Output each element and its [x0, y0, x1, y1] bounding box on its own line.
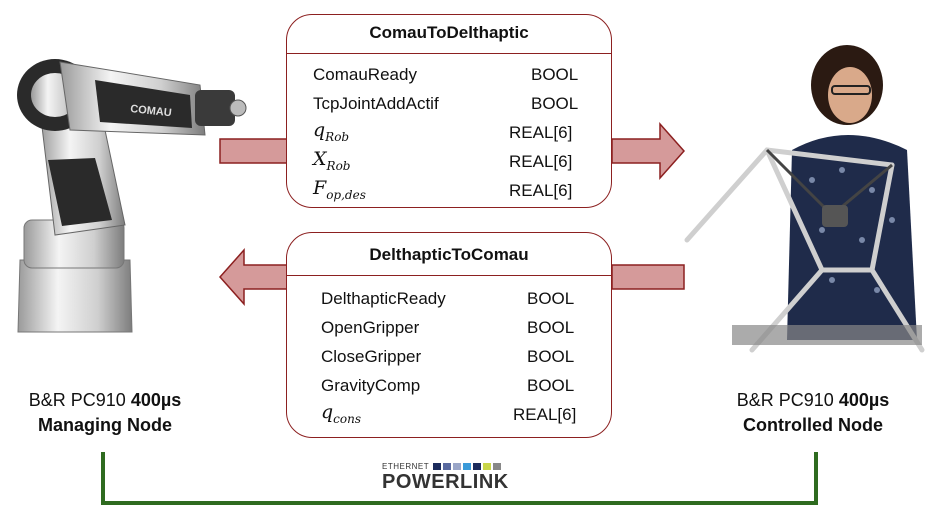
managing-node-device: B&R PC910	[28, 390, 126, 410]
controlled-node-device: B&R PC910	[736, 390, 834, 410]
bottom-row-4-sym: q	[321, 401, 334, 423]
bottom-row-4-sub: cons	[333, 411, 362, 426]
controlled-node-device-line: B&R PC910 400µs	[706, 388, 920, 413]
robot-arm-illustration: COMAU	[17, 59, 247, 333]
managing-node-role: Managing Node	[38, 415, 172, 435]
top-row-3-type: REAL[6]	[509, 152, 573, 171]
top-arrow-right-head	[611, 122, 686, 180]
haptic-device-operator-photo	[684, 45, 925, 353]
bottom-row-2-name: CloseGripper	[321, 347, 422, 366]
top-row-1-name: TcpJointAddActif	[313, 94, 439, 113]
top-row-0-type: BOOL	[531, 65, 579, 84]
bottom-row-2-type: BOOL	[527, 347, 575, 366]
bottom-box-divider	[287, 275, 611, 276]
bottom-row-3-type: BOOL	[527, 376, 575, 395]
top-row-4-symbol: Fop,des	[313, 177, 366, 202]
top-row-3-symbol: XRob	[313, 148, 350, 173]
delthaptic-to-comau-box: DelthapticToComau DelthapticReady BOOL O…	[286, 232, 612, 438]
network-link-line	[101, 452, 818, 505]
robot-brand-logo: COMAU	[130, 103, 173, 119]
bottom-row-3-name: GravityComp	[321, 376, 421, 395]
top-row-4-sub: op,des	[326, 187, 366, 202]
top-row-3-sub: Rob	[326, 158, 351, 173]
top-row-4-sym: F	[313, 177, 327, 199]
ethernet-powerlink-logo: ETHERNET POWERLINK	[382, 462, 542, 502]
top-row-3-sym: X	[313, 148, 327, 170]
top-box-divider	[287, 53, 611, 54]
top-row-2-symbol: qRob	[313, 119, 349, 144]
top-row-2-sub: Rob	[325, 129, 350, 144]
bottom-row-0-type: BOOL	[527, 289, 575, 308]
bottom-row-1-name: OpenGripper	[321, 318, 420, 337]
comau-to-delthaptic-box: ComauToDelthaptic ComauReady BOOL TcpJoi…	[286, 14, 612, 208]
bottom-row-4-symbol: qcons	[321, 401, 361, 426]
bottom-arrow-left-head	[218, 248, 289, 306]
bottom-row-0-name: DelthapticReady	[321, 289, 446, 308]
bottom-row-4-type: REAL[6]	[513, 405, 577, 424]
top-row-2-sym: q	[313, 119, 326, 141]
controlled-node-label: B&R PC910 400µs Controlled Node	[706, 388, 920, 438]
bottom-box-title: DelthapticToComau	[369, 245, 529, 264]
controlled-node-cycle: 400µs	[838, 390, 890, 410]
managing-node-device-line: B&R PC910 400µs	[0, 388, 210, 413]
top-arrow-left-shaft	[219, 138, 289, 164]
top-row-4-type: REAL[6]	[509, 181, 573, 200]
powerlink-color-bar	[433, 463, 502, 470]
top-row-0-name: ComauReady	[313, 65, 417, 84]
powerlink-logo-line2: POWERLINK	[382, 471, 509, 493]
top-row-2-type: REAL[6]	[509, 123, 573, 142]
bottom-arrow-right-shaft	[611, 264, 685, 290]
controlled-node-role: Controlled Node	[743, 415, 883, 435]
powerlink-logo-line1: ETHERNET	[382, 462, 430, 471]
bottom-row-1-type: BOOL	[527, 318, 575, 337]
top-box-title: ComauToDelthaptic	[369, 23, 529, 42]
managing-node-cycle: 400µs	[130, 390, 182, 410]
top-row-1-type: BOOL	[531, 94, 579, 113]
managing-node-label: B&R PC910 400µs Managing Node	[0, 388, 210, 438]
